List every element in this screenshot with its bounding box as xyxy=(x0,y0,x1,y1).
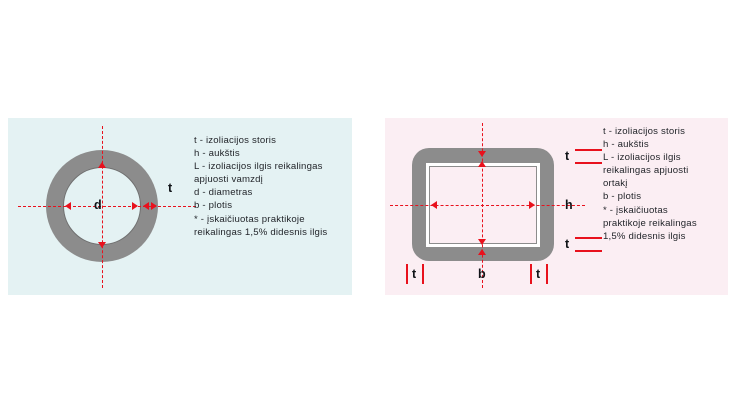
pipe-diameter-arrow-right xyxy=(132,202,138,210)
pipe-diagram-panel: d t t - izoliacijos storis h - aukštis L… xyxy=(8,118,352,295)
duct-label-t-top: t xyxy=(565,149,570,163)
duct-rule-bottom-upper xyxy=(575,237,602,239)
duct-thickness-arrow-bottom-down xyxy=(478,239,486,245)
duct-horizontal-centerline xyxy=(390,205,585,206)
pipe-diameter-arrow-left xyxy=(65,202,71,210)
duct-tick-left-inner xyxy=(422,264,424,284)
duct-diagram-panel: t h t t b t t - izoliacijos storis h - a… xyxy=(385,118,728,295)
pipe-horizontal-centerline xyxy=(18,206,196,207)
duct-legend-text: t - izoliacijos storis h - aukštis L - i… xyxy=(603,126,697,242)
duct-tick-right-inner xyxy=(546,264,548,284)
duct-label-t-left: t xyxy=(412,267,417,281)
duct-tick-left-outer xyxy=(406,264,408,284)
pipe-thickness-arrow-top xyxy=(98,162,106,168)
duct-rule-top-lower xyxy=(575,162,602,164)
duct-height-arrow-right xyxy=(529,201,535,209)
pipe-label-t: t xyxy=(168,181,173,195)
duct-tick-right-outer xyxy=(530,264,532,284)
pipe-vertical-centerline xyxy=(102,126,103,288)
duct-thickness-arrow-bottom-up xyxy=(478,249,486,255)
duct-thickness-arrow-top-down xyxy=(478,151,486,157)
pipe-label-d: d xyxy=(94,198,102,212)
pipe-legend-text: t - izoliacijos storis h - aukštis L - i… xyxy=(194,135,328,238)
duct-rule-top-upper xyxy=(575,149,602,151)
duct-rule-bottom-lower xyxy=(575,250,602,252)
duct-label-b: b xyxy=(478,267,486,281)
duct-label-t-bottom: t xyxy=(565,237,570,251)
pipe-thickness-arrow-bottom xyxy=(98,242,106,248)
duct-label-t-right: t xyxy=(536,267,541,281)
duct-thickness-arrow-top-up xyxy=(478,161,486,167)
pipe-thickness-arrow-inner xyxy=(143,202,149,210)
pipe-thickness-arrow-outer xyxy=(151,202,157,210)
duct-label-h: h xyxy=(565,198,573,212)
duct-height-arrow-left xyxy=(431,201,437,209)
